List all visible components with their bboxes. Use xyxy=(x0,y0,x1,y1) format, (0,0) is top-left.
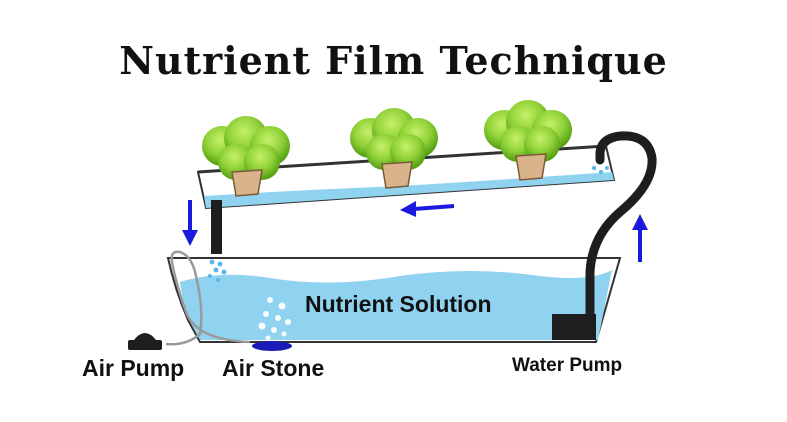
net-pot xyxy=(515,153,547,181)
air-tube xyxy=(165,250,251,346)
lettuce-icon xyxy=(350,108,438,170)
air-stone-label: Air Stone xyxy=(222,355,325,381)
flow-arrow-icon xyxy=(632,214,648,262)
feed-pipe xyxy=(585,131,657,323)
net-pot xyxy=(381,161,413,189)
flow-arrow-icon xyxy=(182,200,198,246)
flow-arrow-icon xyxy=(400,201,455,217)
lettuce-plant-3 xyxy=(484,100,572,181)
lettuce-plant-2 xyxy=(350,108,438,189)
air-bubbles-icon xyxy=(258,297,291,341)
net-pot xyxy=(231,169,263,197)
page-title: Nutrient Film Technique xyxy=(119,38,668,83)
water-drops-icon xyxy=(208,259,227,282)
air-stone xyxy=(252,341,292,351)
water-drops-icon xyxy=(591,165,609,175)
water-pump xyxy=(552,314,596,340)
lettuce-plant-1 xyxy=(202,116,290,197)
water-pump-label: Water Pump xyxy=(512,355,623,376)
channel-water xyxy=(204,172,614,208)
lettuce-icon xyxy=(484,100,572,162)
air-pump xyxy=(128,333,162,350)
air-pump-label: Air Pump xyxy=(82,355,185,381)
return-pipe xyxy=(211,200,222,254)
nutrient-solution-label: Nutrient Solution xyxy=(305,291,492,317)
